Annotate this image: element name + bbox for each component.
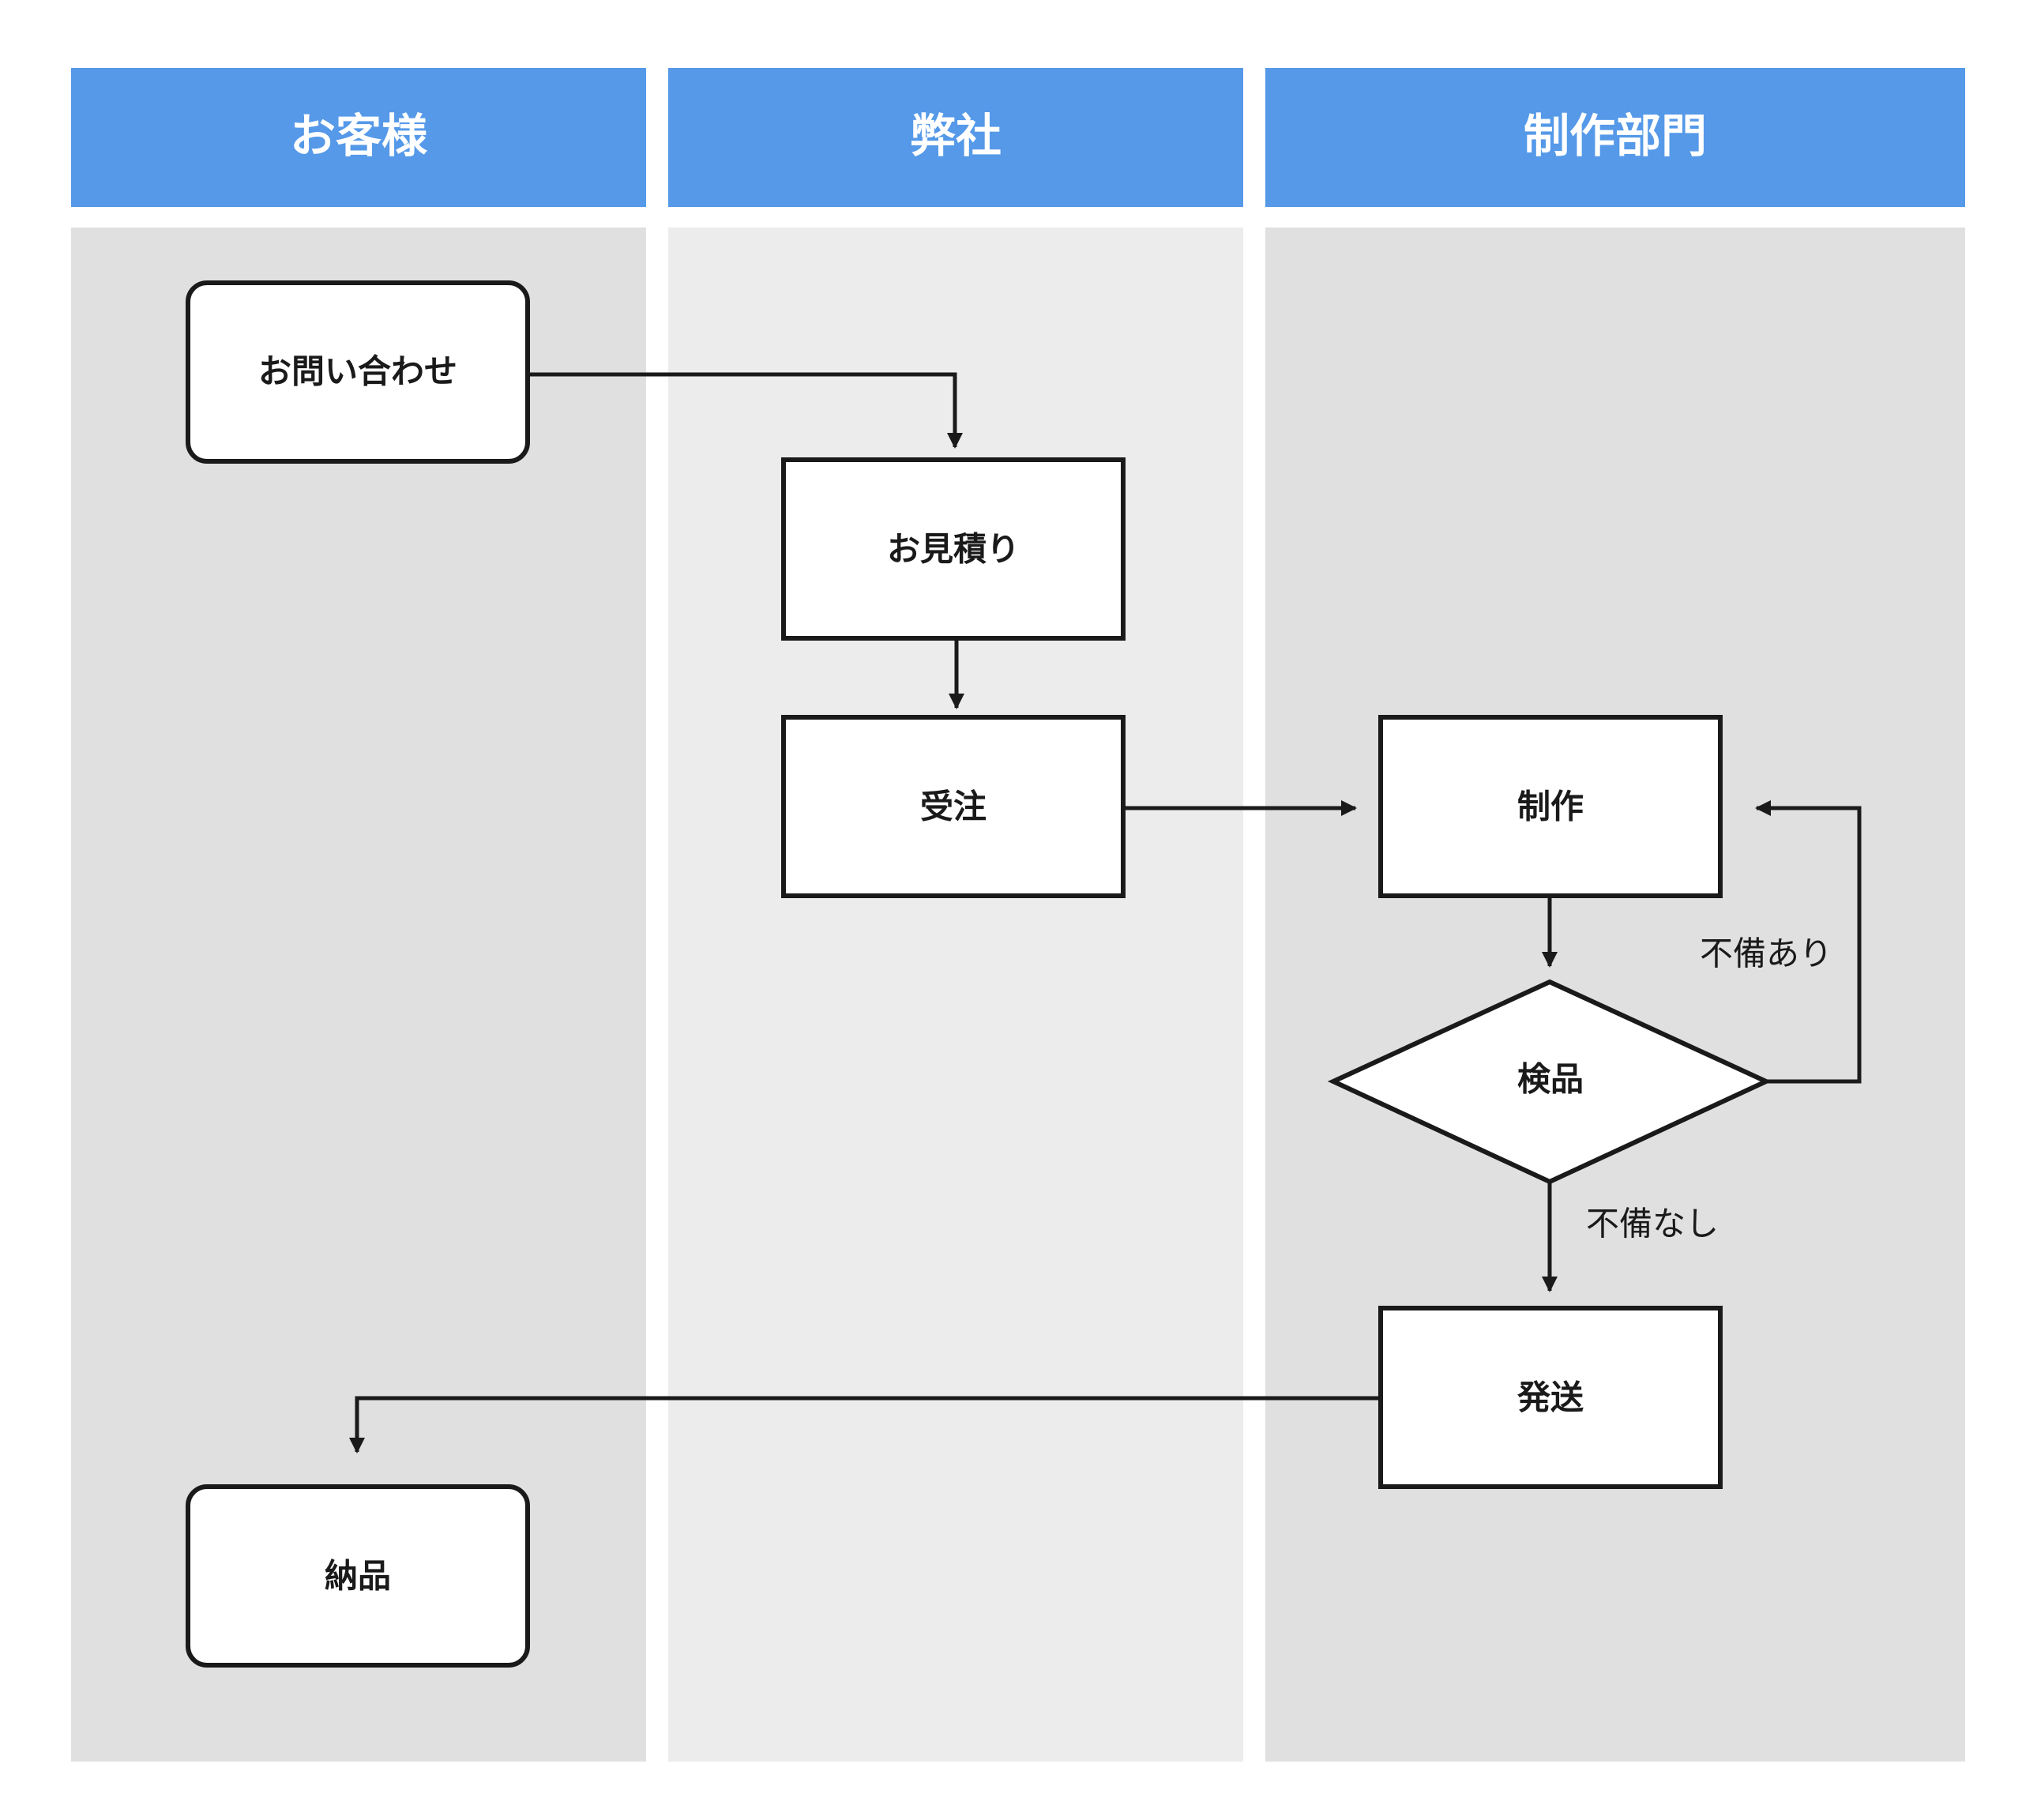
lane-header-customer: お客様: [71, 68, 646, 207]
lane-header-customer-bg: [71, 68, 646, 207]
edge-label-no-defect: 不備なし: [1586, 1205, 1719, 1243]
node-estimate-shape: [781, 457, 1126, 641]
node-inquiry-shape: [186, 280, 530, 464]
edge-label-defect-found: 不備あり: [1700, 934, 1832, 973]
node-shipping-label: 発送: [1517, 1378, 1584, 1417]
node-inspection-shape: [1327, 979, 1772, 1185]
connector-inspection-to-production: [1755, 800, 1862, 1084]
node-inquiry-label: お問い合わせ: [258, 352, 457, 391]
node-inquiry: お問い合わせ: [186, 280, 530, 464]
node-inspection: 検品: [1327, 979, 1772, 1185]
node-production-shape: [1378, 715, 1723, 898]
node-production: 制作: [1378, 715, 1723, 898]
lane-body-production: [1265, 228, 1965, 1762]
lane-header-production-label: 制作部門: [1524, 109, 1707, 163]
node-order-shape: [781, 715, 1126, 898]
node-estimate-label: お見積り: [887, 530, 1020, 569]
node-production-label: 制作: [1517, 788, 1584, 826]
lane-header-production: 制作部門: [1265, 68, 1965, 207]
node-delivery-shape: [186, 1484, 530, 1668]
lane-header-company: 弊社: [668, 68, 1243, 207]
lane-header-production-bg: [1265, 68, 1965, 207]
connector-inquiry-to-estimate: [529, 372, 963, 449]
connector-shipping-to-delivery: [349, 1396, 1381, 1453]
node-estimate: お見積り: [781, 457, 1126, 641]
node-delivery: 納品: [186, 1484, 530, 1668]
lane-header-company-label: 弊社: [910, 109, 1002, 163]
node-order: 受注: [781, 715, 1126, 898]
node-delivery-label: 納品: [325, 1557, 391, 1596]
node-shipping-shape: [1378, 1306, 1723, 1489]
node-shipping: 発送: [1378, 1306, 1723, 1489]
node-order-label: 受注: [920, 788, 987, 826]
node-inspection-label: 検品: [1517, 1060, 1584, 1099]
lane-header-customer-label: お客様: [290, 109, 428, 163]
lane-header-company-bg: [668, 68, 1243, 207]
